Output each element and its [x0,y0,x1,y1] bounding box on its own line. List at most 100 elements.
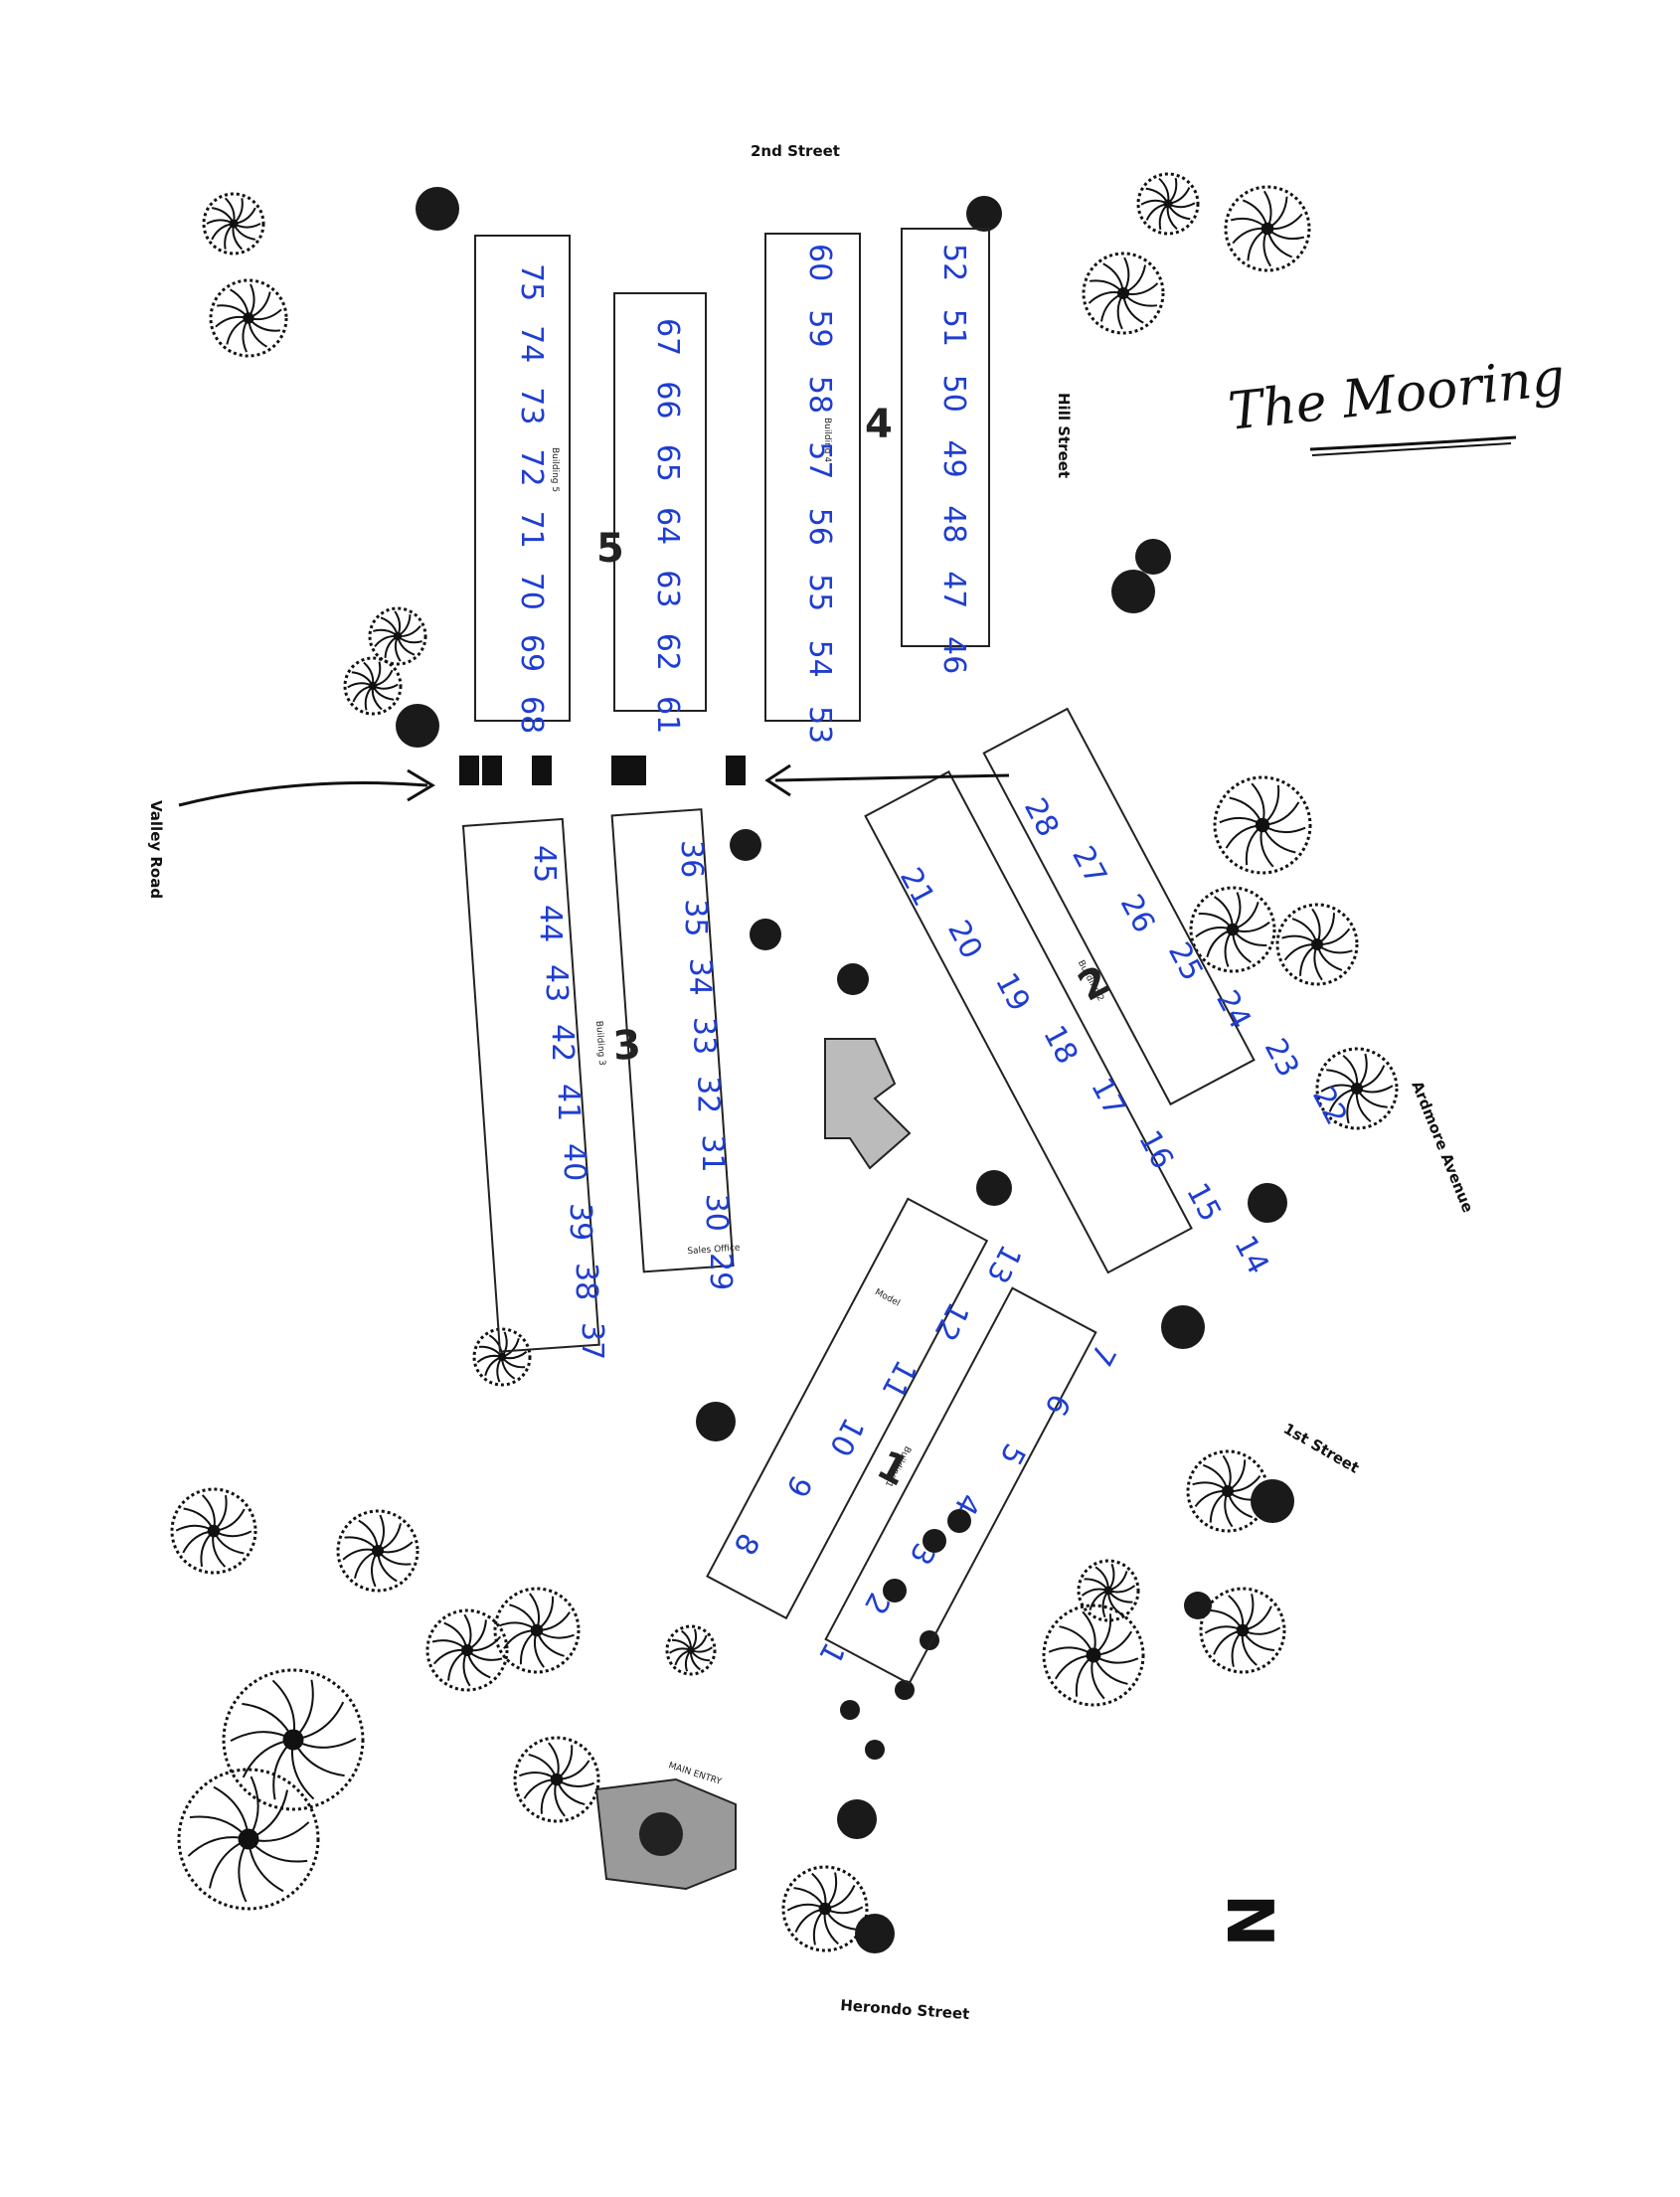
unit-number[interactable]: 42 [545,1024,580,1062]
tree-icon [1199,1587,1286,1674]
unit-number[interactable]: 11 [875,1354,924,1404]
unit-number[interactable]: 64 [650,507,685,545]
unit-number[interactable]: 9 [778,1469,818,1502]
tree-icon [493,1587,581,1674]
unit-number[interactable]: 21 [893,862,941,912]
model-label: Model [873,1287,902,1309]
unit-number[interactable]: 36 [674,840,709,878]
unit-number[interactable]: 74 [514,325,549,363]
unit-number[interactable]: 27 [1065,841,1113,891]
unit-number[interactable]: 29 [703,1253,738,1290]
tree-icon [865,1740,885,1760]
unit-number[interactable]: 10 [822,1412,871,1461]
building-3[interactable]: 3 Building 3 Sales Office [461,808,747,1353]
unit-number[interactable]: 18 [1036,1020,1085,1070]
unit-number[interactable]: 43 [539,964,574,1002]
unit-number[interactable]: 33 [687,1017,722,1055]
unit-number[interactable]: 7 [1083,1338,1122,1371]
unit-number[interactable]: 6 [1037,1388,1077,1421]
unit-number[interactable]: 55 [802,574,837,611]
unit-number[interactable]: 49 [936,440,971,478]
unit-number[interactable]: 52 [936,244,971,281]
unit-number[interactable]: 69 [514,634,549,672]
tree-icon [1161,1305,1205,1349]
unit-number[interactable]: 71 [514,511,549,549]
tree-icon [966,196,1002,232]
unit-number[interactable]: 23 [1258,1033,1306,1083]
building-4-label: Building 4 [822,418,832,462]
tree-icon [1275,903,1359,986]
unit-number[interactable]: 60 [802,244,837,281]
unit-number[interactable]: 20 [940,915,989,964]
tree-icon [840,1700,860,1720]
unit-number[interactable]: 34 [682,958,717,996]
unit-number[interactable]: 59 [802,309,837,347]
unit-number[interactable]: 37 [575,1322,609,1360]
unit-number[interactable]: 38 [569,1263,603,1300]
unit-number[interactable]: 1 [811,1636,851,1669]
unit-number[interactable]: 51 [936,309,971,347]
unit-number[interactable]: 44 [533,905,568,942]
unit-number[interactable]: 5 [992,1437,1032,1470]
unit-number[interactable]: 48 [936,505,971,543]
unit-number[interactable]: 22 [1305,1081,1354,1130]
unit-number[interactable]: 62 [650,633,685,671]
unit-number[interactable]: 47 [936,571,971,608]
unit-number[interactable]: 53 [802,706,837,744]
unit-number[interactable]: 32 [691,1076,726,1113]
unit-number[interactable]: 50 [936,375,971,413]
tree-icon [1248,1183,1287,1223]
gate-blocks [459,756,746,785]
tree-icon [1042,1604,1145,1707]
trees-layer [170,172,1399,1953]
tree-icon [1315,1047,1399,1130]
tree-icon [781,1865,869,1952]
unit-number[interactable]: 75 [514,263,549,301]
building-5[interactable]: 5 Building 5 [474,235,707,722]
tree-icon [1136,172,1200,236]
unit-number[interactable]: 14 [1227,1230,1275,1279]
street-valley: Valley Road [147,800,165,899]
unit-number[interactable]: 65 [650,444,685,482]
unit-number[interactable]: 54 [802,640,837,678]
unit-number[interactable]: 73 [514,387,549,424]
unit-number[interactable]: 58 [802,376,837,414]
unit-number[interactable]: 16 [1131,1125,1180,1175]
street-ardmore: Ardmore Avenue [1408,1079,1477,1216]
unit-number[interactable]: 28 [1017,792,1066,842]
unit-number[interactable]: 26 [1113,889,1162,938]
unit-number[interactable]: 19 [988,967,1037,1017]
unit-number[interactable]: 67 [650,318,685,356]
unit-number[interactable]: 35 [678,899,713,936]
unit-number[interactable]: 39 [563,1203,597,1241]
building-5-number: 5 [596,526,624,572]
building-1[interactable]: 1 Building 1 Model [706,1197,1109,1685]
tree-icon [923,1529,946,1553]
unit-number[interactable]: 31 [695,1134,730,1172]
unit-number[interactable]: 61 [650,696,685,734]
unit-number[interactable]: 56 [802,508,837,546]
unit-number[interactable]: 57 [802,441,837,479]
tree-icon [855,1914,895,1953]
building-4[interactable]: 4 Building 4 [764,228,990,722]
tree-icon [472,1327,532,1387]
unit-number[interactable]: 68 [514,696,549,734]
unit-number[interactable]: 63 [650,570,685,607]
tree-icon [883,1579,907,1603]
unit-number[interactable]: 70 [514,573,549,610]
unit-number[interactable]: 41 [551,1084,586,1121]
north-label: N [1212,1894,1285,1947]
unit-number[interactable]: 45 [527,845,562,883]
unit-number[interactable]: 72 [514,448,549,486]
unit-number[interactable]: 30 [699,1194,734,1232]
unit-number[interactable]: 66 [650,381,685,419]
unit-number[interactable]: 46 [936,636,971,674]
unit-number[interactable]: 25 [1161,936,1210,986]
tree-icon [425,1608,509,1692]
unit-number[interactable]: 17 [1084,1073,1132,1122]
unit-number[interactable]: 8 [726,1527,765,1560]
unit-number[interactable]: 13 [979,1239,1028,1288]
unit-number[interactable]: 24 [1209,985,1258,1035]
unit-number[interactable]: 40 [557,1143,591,1181]
